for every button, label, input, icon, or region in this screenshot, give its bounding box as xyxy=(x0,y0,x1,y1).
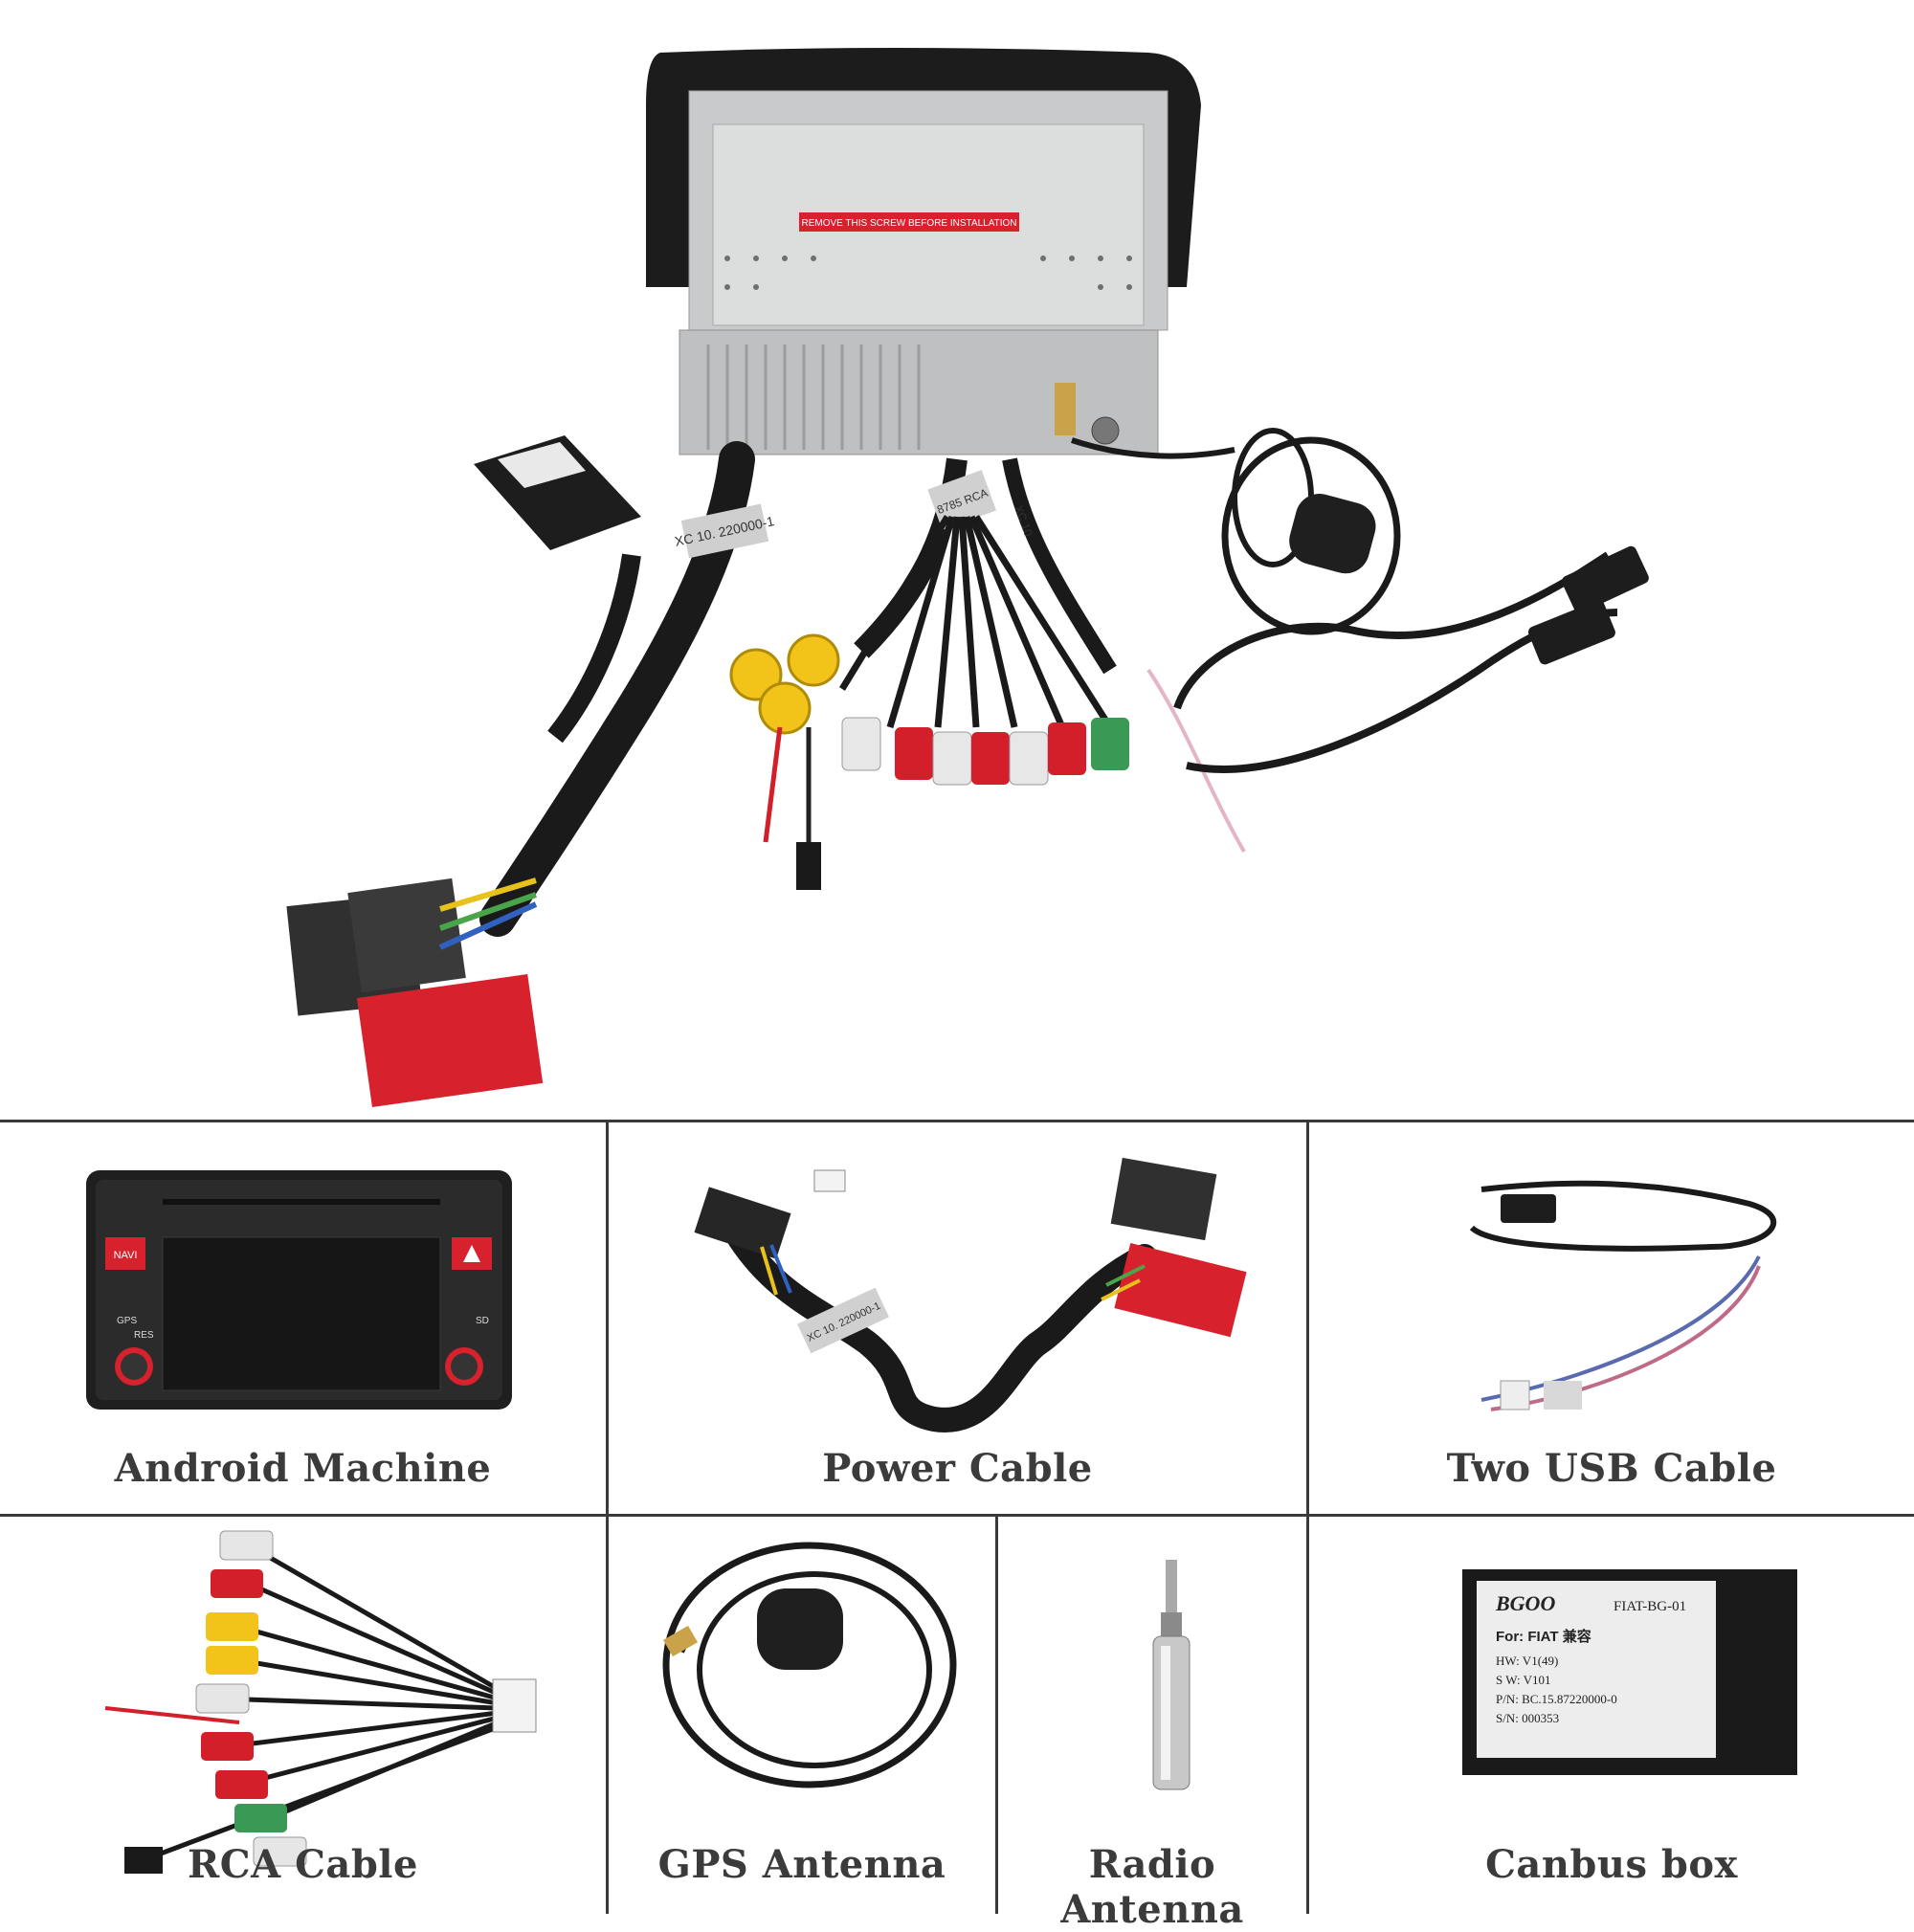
caption-rca-cable: RCA Cable xyxy=(188,1842,418,1887)
hero-rca-plugs xyxy=(729,633,1129,786)
canbus-for-label: For: FIAT 兼容 xyxy=(1496,1628,1591,1645)
grid-line-v2 xyxy=(1306,1120,1309,1914)
android-head-unit-icon: NAVI GPS RES SD xyxy=(86,1170,512,1410)
item-gps-antenna: GPS Antenna xyxy=(609,1517,995,1914)
canbus-sn: S/N: 000353 xyxy=(1496,1711,1559,1725)
item-canbus-box: BGOO FIAT-BG-01 For: FIAT 兼容 HW: V1(49) … xyxy=(1309,1517,1914,1914)
item-power-cable: XC 10. 220000-1 Power Cable xyxy=(609,1122,1306,1514)
radio-antenna-adapter-icon xyxy=(1152,1560,1191,1790)
rca-harness-icon xyxy=(104,1530,537,1874)
hero-usb-plug-2 xyxy=(1528,600,1615,665)
caption-two-usb-cable: Two USB Cable xyxy=(1446,1446,1777,1491)
iso-connector-black-2 xyxy=(347,877,466,993)
caption-canbus-box: Canbus box xyxy=(1485,1842,1738,1887)
grid-line-v3 xyxy=(995,1514,998,1914)
hero-canbus-box xyxy=(474,435,641,550)
grid-line-middle xyxy=(0,1514,1914,1517)
caption-power-cable: Power Cable xyxy=(822,1446,1093,1491)
radio-connector xyxy=(1091,416,1120,445)
canbus-hw: HW: V1(49) xyxy=(1496,1654,1558,1668)
canbus-pn: P/N: BC.15.87220000-0 xyxy=(1496,1692,1617,1706)
canbus-model: FIAT-BG-01 xyxy=(1614,1599,1686,1614)
gps-connector xyxy=(1055,383,1076,435)
gps-label: GPS xyxy=(117,1316,137,1326)
gps-antenna-icon xyxy=(662,1542,957,1788)
hazard-icon xyxy=(463,1245,480,1262)
item-radio-antenna: Radio Antenna xyxy=(998,1517,1306,1932)
canbus-brand: BGOO xyxy=(1495,1591,1555,1615)
hero-product-photo: REMOVE THIS SCREW BEFORE INSTALLATION XC… xyxy=(286,48,1649,1107)
canbus-box-icon: BGOO FIAT-BG-01 For: FIAT 兼容 HW: V1(49) … xyxy=(1462,1569,1797,1775)
warning-sticker-text: REMOVE THIS SCREW BEFORE INSTALLATION xyxy=(801,218,1016,229)
res-label: RES xyxy=(134,1330,154,1341)
item-rca-cable: RCA Cable xyxy=(0,1517,606,1914)
power-harness-icon: XC 10. 220000-1 xyxy=(694,1157,1247,1432)
sd-label: SD xyxy=(476,1316,489,1326)
caption-radio-antenna: Radio Antenna xyxy=(1060,1842,1244,1932)
item-two-usb-cable: Two USB Cable xyxy=(1309,1122,1914,1514)
warning-sticker xyxy=(799,212,1019,232)
caption-gps-antenna: GPS Antenna xyxy=(657,1842,946,1887)
hero-gps-puck xyxy=(1289,494,1376,574)
usb-cable-icon xyxy=(1469,1180,1777,1411)
grid-line-v1 xyxy=(606,1120,609,1914)
caption-android-machine: Android Machine xyxy=(114,1446,492,1491)
grid-line-top xyxy=(0,1120,1914,1122)
canbus-sw: S W: V101 xyxy=(1496,1673,1551,1687)
hero-usb-plug-1 xyxy=(1562,545,1649,613)
iso-connector-red xyxy=(356,974,544,1107)
navi-label: NAVI xyxy=(114,1250,138,1261)
item-android-machine: NAVI GPS RES SD Android Machine xyxy=(0,1122,606,1514)
